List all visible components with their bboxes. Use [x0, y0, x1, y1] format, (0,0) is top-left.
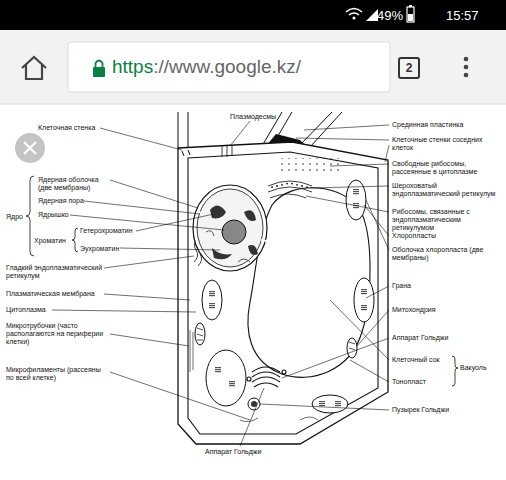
- label-box: 49%: [377, 8, 417, 23]
- node-text: https: [112, 56, 153, 78]
- part-label: Гладкий эндоплазматический ретикулум: [6, 264, 102, 279]
- label-box: Рибосомы, связанные с эндоплазматическим…: [392, 208, 500, 232]
- label-box: Оболочка хлоропласта (две мембраны): [392, 246, 500, 262]
- part-label: Аппарат Гольджи: [205, 448, 261, 455]
- label-box: Митохондрия: [392, 306, 452, 314]
- part-label: Шероховатый эндоплазматический ретикулум: [392, 182, 495, 197]
- part-label: Хлоропласты: [392, 232, 436, 239]
- part-label: Плазматическая мембрана: [6, 290, 95, 297]
- status-bar: [0, 0, 506, 30]
- part-label: Клеточный сок: [392, 356, 440, 363]
- close-button: [15, 133, 45, 163]
- label-box: Гетерохроматин: [80, 227, 140, 235]
- part-label: Срединная пластинка: [392, 121, 463, 128]
- label-box: Грана: [392, 282, 452, 290]
- plasma-membrane: [188, 152, 378, 434]
- part-label: Гетерохроматин: [80, 227, 133, 234]
- part-label: Тонопласт: [392, 378, 426, 385]
- label-box: Вакуоль: [460, 364, 500, 372]
- part-label: Оболочка хлоропласта (две мембраны): [392, 246, 483, 261]
- divider: [0, 104, 506, 105]
- node-text: 2: [406, 61, 413, 75]
- url-field: [68, 42, 390, 92]
- label-box: Плазмодесмы: [230, 113, 290, 121]
- label-box: Пузырек Гольджи: [392, 406, 462, 414]
- label-box: Аппарат Гольджи: [392, 334, 462, 342]
- label-box: Аппарат Гольджи: [205, 448, 285, 456]
- part-label: Грана: [392, 282, 411, 289]
- plasmodesmata: [222, 146, 232, 157]
- chloroplasts: [202, 180, 374, 413]
- label-box: Хлоропласты: [392, 232, 500, 240]
- label-box: Цитоплазма: [6, 306, 56, 314]
- part-label: Ядрышко: [38, 211, 69, 218]
- golgi-vesicle: [248, 398, 260, 410]
- ribosome-dots: [271, 183, 308, 188]
- part-label: Хроматин: [34, 237, 66, 244]
- tab-counter: 2: [398, 57, 420, 79]
- node-text: ://www.google.kz/: [153, 56, 301, 78]
- label-box: Клеточная стенка: [38, 124, 98, 132]
- microtubules: [190, 330, 193, 372]
- wall-corner: [182, 150, 190, 156]
- label-box: Эухроматин: [80, 245, 140, 253]
- rough-er: [268, 181, 312, 198]
- part-label: Свободные рибосомы, рассеянные в цитопла…: [392, 160, 477, 175]
- label-box: Микротрубочки (часто располагаются на пе…: [6, 322, 110, 346]
- status-text: 49%: [377, 8, 403, 23]
- part-label: Ядро: [6, 213, 23, 220]
- menu-icon: [464, 57, 469, 78]
- label-box: Ядерная пора: [38, 197, 98, 205]
- status-icons: [346, 5, 414, 22]
- part-label: Ядерная оболочка (две мембраны): [38, 176, 99, 191]
- cell-wall: [178, 142, 388, 444]
- part-label: Вакуоль: [460, 364, 487, 371]
- label-box: Клеточный сок: [392, 356, 450, 364]
- home-icon: [22, 57, 46, 79]
- lock-icon: [93, 61, 105, 78]
- part-label: Эухроматин: [80, 245, 119, 252]
- label-box: Микрофиламенты (рассеяны по всей клетке): [6, 366, 110, 382]
- mitochondria: [195, 323, 357, 358]
- label-box: Срединная пластинка: [392, 121, 500, 129]
- part-label: Клеточные стенки соседних клеток: [392, 136, 482, 151]
- label-box: Свободные рибосомы, рассеянные в цитопла…: [392, 160, 500, 176]
- label-box: Ядерная оболочка (две мембраны): [38, 176, 110, 192]
- part-label: Митохондрия: [392, 306, 436, 313]
- status-text: 15:57: [446, 8, 479, 23]
- golgi-vesicle-core: [251, 401, 257, 407]
- label-box: Гладкий эндоплазматический ретикулум: [6, 264, 106, 280]
- part-label: Цитоплазма: [6, 306, 46, 313]
- part-label: Клеточная стенка: [38, 124, 95, 131]
- label-box: 15:57: [446, 8, 496, 23]
- label-box: Ядрышко: [38, 211, 78, 219]
- part-label: Аппарат Гольджи: [392, 334, 448, 341]
- label-box: Плазматическая мембрана: [6, 290, 106, 298]
- golgi: [247, 367, 286, 387]
- part-label: Микрофиламенты (рассеяны по всей клетке): [6, 366, 101, 381]
- label-box: Тонопласт: [392, 378, 452, 386]
- part-label: Плазмодесмы: [230, 113, 276, 120]
- part-label: Ядерная пора: [38, 197, 84, 204]
- label-box: Ядро: [6, 213, 28, 221]
- label-box: Клеточные стенки соседних клеток: [392, 136, 492, 152]
- toolbar: [0, 30, 506, 104]
- part-label: Микротрубочки (часто располагаются на пе…: [6, 322, 103, 345]
- part-label: Пузырек Гольджи: [392, 406, 449, 413]
- leader-lines: [52, 121, 389, 446]
- url-bar: https://www.google.kz/: [68, 42, 390, 92]
- grana: [209, 189, 367, 406]
- label-box: Шероховатый эндоплазматический ретикулум: [392, 182, 500, 198]
- part-label: Рибосомы, связанные с эндоплазматическим…: [392, 208, 470, 231]
- label-box: Хроматин: [34, 237, 74, 245]
